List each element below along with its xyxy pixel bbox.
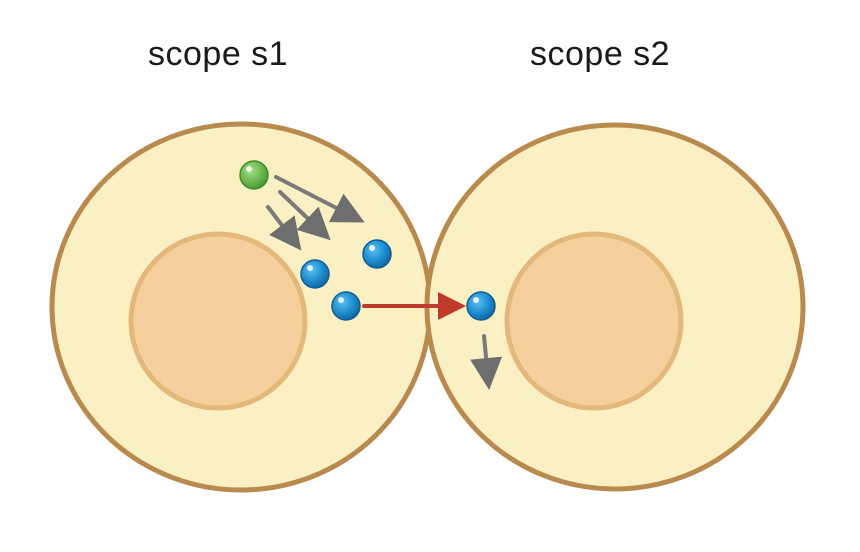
nucleus-s1 — [128, 231, 308, 411]
blue-particle-transferred — [466, 291, 496, 321]
scope-s2-label: scope s2 — [530, 35, 671, 73]
arrow-green-to-blue-3 — [274, 175, 365, 223]
blue-particle-1 — [300, 259, 330, 289]
scope-s1-label: scope s1 — [148, 35, 289, 73]
arrow-green-to-blue-1a — [266, 205, 302, 251]
particle-highlights — [246, 166, 479, 303]
nucleus-s2 — [504, 231, 684, 411]
internal-arrow-s2 — [470, 334, 503, 390]
arrow-green-to-blue-1b — [278, 190, 331, 241]
blue-particle-3 — [362, 239, 392, 269]
green-particle — [239, 160, 269, 190]
internal-arrows-s1 — [266, 175, 365, 251]
blue-particle-2 — [331, 291, 361, 321]
